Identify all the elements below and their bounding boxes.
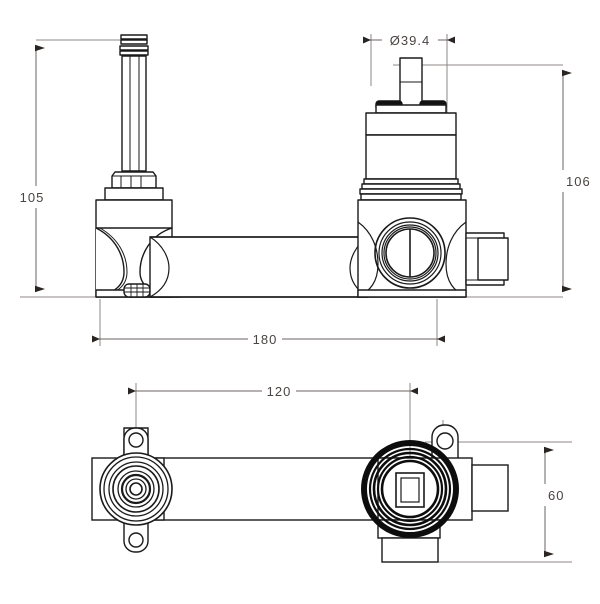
side-elevation-view: 105 Ø39.4 106 180 — [14, 29, 591, 349]
dimension-diameter-top: Ø39.4 — [363, 29, 455, 49]
left-tab-bottom-hole — [128, 532, 144, 548]
cartridge-ribs — [359, 178, 463, 201]
dimension-label-120: 120 — [267, 384, 292, 399]
right-flange-rings — [361, 440, 459, 538]
right-flange-plan — [361, 424, 509, 563]
connecting-bar-elevation — [149, 236, 369, 298]
right-outlet-stub — [381, 537, 439, 563]
left-base-plug — [123, 283, 151, 298]
stem-shaft — [121, 55, 147, 172]
dimension-width-right: 60 — [530, 446, 564, 558]
right-tab-top-hole — [436, 432, 454, 450]
stem-thread-rings — [119, 34, 149, 56]
dimension-height-left: 105 — [14, 44, 50, 293]
dimension-centres-length: 120 — [128, 381, 418, 401]
dimension-label-60: 60 — [548, 488, 564, 503]
cartridge-cap — [365, 112, 457, 136]
right-port-plan — [471, 464, 509, 512]
dimension-label-180: 180 — [253, 332, 278, 347]
right-centre-socket-inner — [400, 477, 420, 503]
plan-view: 120 60 — [91, 381, 572, 563]
stem-collar — [104, 187, 164, 201]
dimension-height-right: 106 — [548, 69, 591, 293]
cartridge-barrel — [365, 134, 457, 180]
right-side-port — [465, 232, 509, 286]
dimension-overall-length: 180 — [92, 329, 445, 349]
stem-hex-nut — [111, 171, 157, 189]
left-flange-plan — [91, 427, 173, 553]
left-tab-top-hole — [128, 432, 144, 448]
dimension-label-diameter: Ø39.4 — [390, 33, 430, 48]
right-valve-assembly — [357, 57, 509, 298]
dimension-label-106: 106 — [566, 174, 591, 189]
extension-lines-top — [20, 34, 563, 346]
dimension-label-105: 105 — [20, 190, 45, 205]
left-flange-rings — [99, 452, 173, 526]
cartridge-seal-plate — [375, 104, 447, 114]
right-base-strip — [357, 289, 467, 298]
left-body-upper — [95, 199, 173, 229]
